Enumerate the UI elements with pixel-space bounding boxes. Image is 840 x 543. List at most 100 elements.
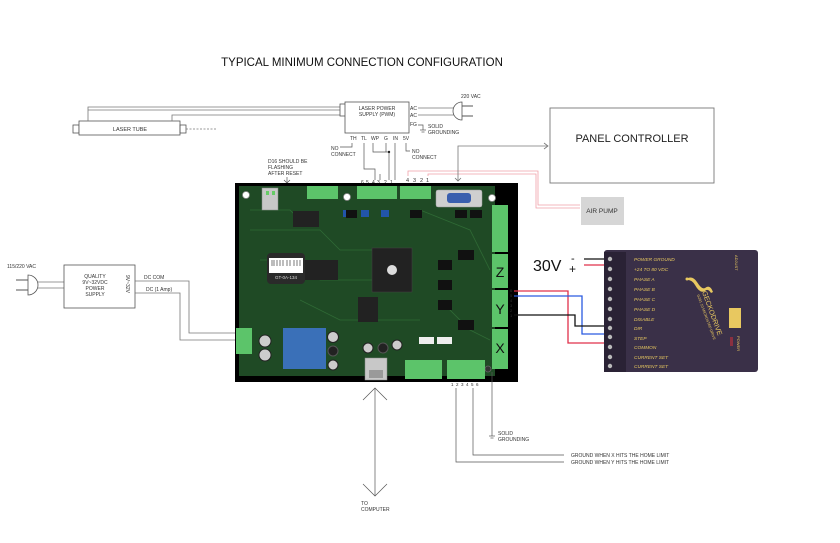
wire-red	[514, 290, 606, 344]
air-pump-label: AIR PUMP	[586, 208, 617, 215]
to-computer-arrow	[362, 387, 388, 497]
panel-controller-link	[457, 145, 548, 181]
dc-pos-label: DC (1 Amp)	[146, 287, 172, 293]
dc-mains-label: 115/220 VAC	[7, 264, 36, 270]
gecko-terminal-disable: DISABLE	[634, 317, 655, 323]
y-pin-labels: 6 5 4 3 2 1	[510, 288, 513, 318]
svg-text:2: 2	[420, 178, 423, 184]
dc-plug-icon	[16, 274, 39, 296]
lps-pin-tl: TL	[361, 136, 367, 142]
axis-label-y: Y	[495, 301, 505, 317]
limit-note-x: GROUND WHEN X HITS THE HOME LIMIT	[571, 453, 669, 459]
panel-controller-label: PANEL CONTROLLER	[575, 133, 688, 145]
bottom-ground-icon	[489, 435, 495, 439]
lps-ground-2: GROUNDING	[428, 130, 459, 136]
gecko-terminal-phase-b: PHASE B	[634, 287, 656, 293]
limit-pin-labels: 1 2 3 4 5 6	[451, 382, 479, 387]
lps-pin-wp: WP	[371, 136, 380, 142]
gecko-terminal-phase-c: PHASE C	[634, 297, 656, 303]
svg-text:1: 1	[510, 313, 513, 318]
lps-pin-th: TH	[350, 136, 357, 142]
lps-fg: FG	[410, 122, 417, 128]
d16-note-2: FLASHING	[268, 165, 293, 171]
svg-text:3: 3	[461, 382, 464, 387]
gecko-terminal-vdc: +24 TO 80 VDC	[634, 267, 669, 273]
svg-text:4: 4	[466, 382, 469, 387]
lps-ac-1: AC	[410, 106, 417, 112]
dc-com-label: DC COM	[144, 275, 164, 281]
dc-label-1: QUALITY	[84, 274, 106, 280]
lps-pin-g: G	[384, 136, 388, 142]
laser-tube-label: LASER TUBE	[113, 127, 147, 133]
gecko-terminal-power-ground: POWER GROUND	[634, 257, 675, 263]
air-pump-wire-2	[427, 173, 580, 209]
motor-minus: -	[571, 253, 575, 265]
svg-text:3: 3	[510, 303, 513, 308]
svg-text:6: 6	[510, 288, 513, 293]
tube-wire-1	[87, 106, 340, 121]
wire-black	[514, 314, 606, 327]
motor-voltage: 30V	[533, 258, 562, 275]
d16-note-1: D16 SHOULD BE	[268, 159, 308, 165]
controller-board: GT-0A-134 Z Y X	[235, 183, 518, 382]
gecko-terminal-step: STEP	[634, 336, 647, 342]
motor-plus: +	[569, 262, 576, 276]
lps-label-2: SUPPLY (PWM)	[359, 112, 396, 118]
svg-text:6: 6	[476, 382, 479, 387]
svg-text:4: 4	[510, 298, 513, 303]
gecko-adjust: ADJUST	[734, 255, 739, 271]
gecko-terminal-dir: DIR	[634, 326, 643, 332]
lps-pin-5v: 5V	[403, 136, 410, 142]
lps-ac-2: AC	[410, 113, 417, 119]
5v-note-1: NO	[412, 149, 420, 155]
panel-controller: PANEL CONTROLLER	[549, 107, 715, 184]
bottom-ground-2: GROUNDING	[498, 437, 529, 443]
svg-text:1: 1	[426, 178, 429, 184]
axis-label-x: X	[495, 340, 505, 356]
wire-blue	[514, 295, 606, 335]
to-computer-2: COMPUTER	[361, 507, 390, 513]
laser-tube: LASER TUBE	[72, 120, 216, 136]
svg-text:5: 5	[510, 293, 513, 298]
th-note-2: CONNECT	[331, 152, 356, 158]
gecko-terminal-common: COMMON	[634, 345, 657, 351]
svg-text:1: 1	[451, 382, 454, 387]
dc-label-3: POWER	[86, 286, 105, 292]
dc-com-wire	[135, 280, 236, 334]
gecko-drive: POWER GROUND +24 TO 80 VDC PHASE A PHASE…	[604, 250, 758, 372]
lps-ground-1: SOLID	[428, 124, 443, 130]
air-connector-pin-labels: 4 3 2 1	[406, 178, 429, 184]
5v-note-2: CONNECT	[412, 155, 437, 161]
limit-note-y: GROUND WHEN Y HITS THE HOME LIMIT	[571, 460, 669, 466]
lps-label-1: LASER POWER	[359, 106, 396, 112]
tube-wire-2	[171, 114, 340, 121]
svg-text:2: 2	[456, 382, 459, 387]
lps-mains-label: 220 VAC	[461, 94, 481, 100]
air-pump[interactable]: AIR PUMP	[581, 197, 624, 225]
d16-note-3: AFTER RESET	[268, 171, 302, 177]
chip-label: GT-0A-134	[275, 275, 298, 280]
ac-plug-icon	[452, 101, 473, 121]
gecko-terminal-phase-d: PHASE D	[634, 307, 656, 313]
diagram-title: TYPICAL MINIMUM CONNECTION CONFIGURATION	[221, 57, 503, 69]
laser-power-supply: LASER POWER SUPPLY (PWM) AC AC FG TH TL …	[339, 101, 417, 142]
dc-label-2: 9V~32VDC	[82, 280, 108, 286]
ground-icon	[420, 129, 426, 133]
svg-text:3: 3	[413, 178, 416, 184]
dc-power-supply: QUALITY 9V~32VDC POWER SUPPLY 9V~32V	[63, 264, 136, 309]
gecko-power: POWER	[736, 336, 741, 351]
axis-label-z: Z	[496, 264, 505, 280]
gecko-terminal-phase-a: PHASE A	[634, 277, 655, 283]
bottom-ground-1: SOLID	[498, 431, 513, 437]
lps-pin-in: IN	[393, 136, 398, 142]
limit-wire-y	[455, 388, 564, 463]
gecko-terminal-current-set-1: CURRENT SET	[634, 355, 669, 361]
svg-text:4: 4	[406, 178, 409, 184]
svg-text:2: 2	[510, 308, 513, 313]
dc-label-4: SUPPLY	[85, 292, 105, 298]
dc-side-label: 9V~32V	[124, 275, 130, 294]
dc-pos-wire	[135, 292, 236, 341]
svg-text:5: 5	[471, 382, 474, 387]
limit-wire-x	[472, 388, 564, 456]
